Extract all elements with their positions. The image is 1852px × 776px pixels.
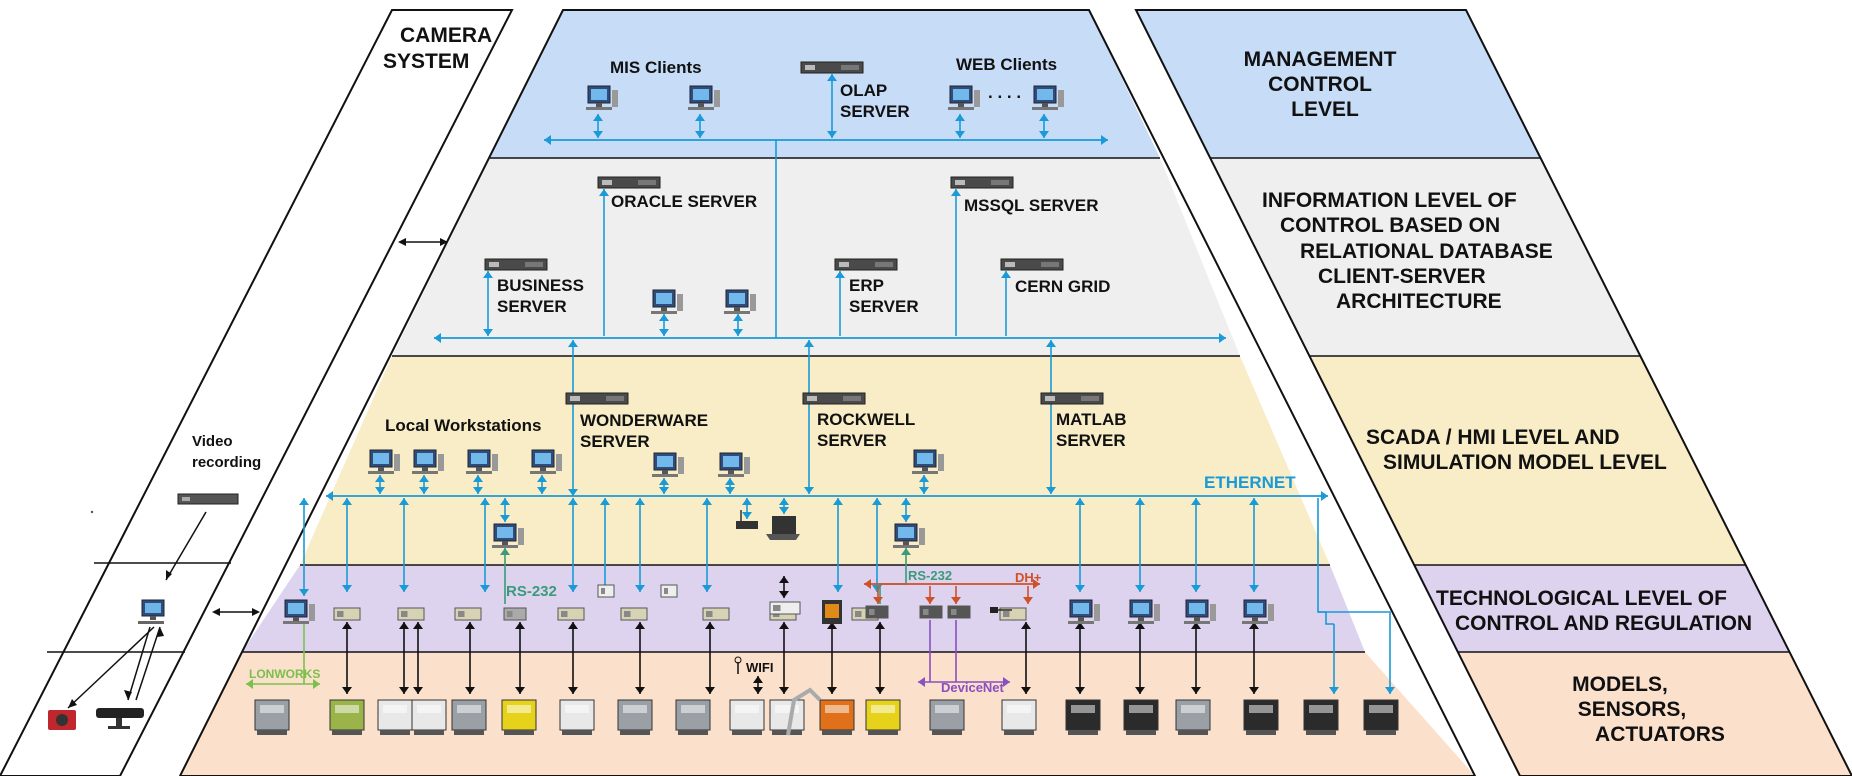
rockwell-server-label-line2: SERVER <box>817 431 887 450</box>
erp-server-label-line1: ERP <box>849 276 884 295</box>
erp-server-icon <box>835 259 897 270</box>
model-device-icon <box>1124 700 1158 735</box>
rs232-label-right: RS-232 <box>908 568 952 583</box>
model-device-icon <box>1066 700 1100 735</box>
plc-icon <box>703 608 729 620</box>
dhplus-label: DH+ <box>1015 570 1042 585</box>
plc-icon <box>661 585 677 597</box>
level-information-line1: INFORMATION LEVEL OF <box>1262 189 1517 212</box>
web-clients-label: WEB Clients <box>956 55 1057 74</box>
level-information-line2: CONTROL BASED ON <box>1280 214 1500 237</box>
mssql-server-label: MSSQL SERVER <box>964 196 1098 215</box>
web-clients-ellipsis: . . . . <box>988 83 1021 102</box>
model-device-icon <box>1364 700 1398 735</box>
business-server-label-line1: BUSINESS <box>497 276 584 295</box>
business-server-icon <box>485 259 547 270</box>
wonderware-server-icon <box>566 393 628 404</box>
band-information <box>392 158 1240 356</box>
model-device-icon <box>930 700 964 735</box>
model-device-icon <box>330 700 364 735</box>
model-device-icon <box>676 700 710 735</box>
model-device-icon <box>560 700 594 735</box>
lonworks-label: LONWORKS <box>249 667 320 681</box>
level-models-line2: SENSORS, <box>1578 698 1687 721</box>
plc-icon <box>621 608 647 620</box>
matlab-server-label-line2: SERVER <box>1056 431 1126 450</box>
model-device-icon <box>412 700 446 735</box>
model-device-icon <box>1176 700 1210 735</box>
band-scada <box>300 356 1330 565</box>
level-management-line1: MANAGEMENT <box>1244 48 1397 71</box>
rockwell-server-label-line1: ROCKWELL <box>817 410 915 429</box>
model-device-icon <box>452 700 486 735</box>
level-information-line4: CLIENT-SERVER <box>1318 265 1486 288</box>
level-models-line1: MODELS, <box>1572 673 1668 696</box>
level-technological-line1: TECHNOLOGICAL LEVEL OF <box>1436 587 1727 610</box>
wonderware-server-label-line2: SERVER <box>580 432 650 451</box>
model-device-icon <box>255 700 289 735</box>
plc-icon <box>334 608 360 620</box>
plc-icon <box>455 608 481 620</box>
mssql-server-icon <box>951 177 1013 188</box>
camera-system-title-line1: CAMERA <box>400 24 492 47</box>
mis-clients-label: MIS Clients <box>610 58 702 77</box>
model-device-icon <box>866 700 900 735</box>
plc-icon <box>948 606 970 618</box>
plc-icon <box>558 608 584 620</box>
wonderware-server-label-line1: WONDERWARE <box>580 411 708 430</box>
level-information-line3: RELATIONAL DATABASE <box>1300 240 1553 263</box>
model-device-icon <box>1244 700 1278 735</box>
business-server-label-line2: SERVER <box>497 297 567 316</box>
plc-icon <box>598 585 614 597</box>
model-device-icon <box>1304 700 1338 735</box>
matlab-server-label-line1: MATLAB <box>1056 410 1127 429</box>
camera-system-title-line2: SYSTEM <box>383 50 469 73</box>
model-device-icon <box>1002 700 1036 735</box>
plc-icon <box>504 608 526 620</box>
oracle-server-label: ORACLE SERVER <box>611 192 757 211</box>
olap-server-label-line1: OLAP <box>840 81 887 100</box>
model-device-icon <box>730 700 764 735</box>
level-management-line3: LEVEL <box>1291 98 1359 121</box>
wifi-label: WIFI <box>746 660 773 675</box>
video-recording-line1: Video <box>192 433 233 450</box>
cern-grid-label: CERN GRID <box>1015 277 1110 296</box>
rs232-label-left: RS-232 <box>506 583 557 600</box>
plc-icon <box>920 606 942 618</box>
devicenet-label: DeviceNet <box>941 680 1005 695</box>
level-models-line3: ACTUATORS <box>1595 723 1725 746</box>
level-information-line5: ARCHITECTURE <box>1336 290 1502 313</box>
model-device-icon <box>378 700 412 735</box>
level-scada-line1: SCADA / HMI LEVEL AND <box>1366 426 1620 449</box>
level-management-line2: CONTROL <box>1268 73 1372 96</box>
cern-grid-server-icon <box>1001 259 1063 270</box>
erp-server-label-line2: SERVER <box>849 297 919 316</box>
olap-server-label-line2: SERVER <box>840 102 910 121</box>
ethernet-label: ETHERNET <box>1204 473 1296 492</box>
plc-icon <box>866 606 888 618</box>
level-scada-line2: SIMULATION MODEL LEVEL <box>1383 451 1667 474</box>
model-device-icon <box>820 700 854 735</box>
plc-icon <box>770 602 800 614</box>
local-workstations-label: Local Workstations <box>385 416 542 435</box>
plc-icon <box>398 608 424 620</box>
oracle-server-icon <box>598 177 660 188</box>
olap-server-icon <box>801 62 863 73</box>
touch-panel-icon <box>822 600 842 624</box>
video-recorder-server-icon <box>178 494 238 504</box>
rockwell-server-icon <box>803 393 865 404</box>
model-device-icon <box>618 700 652 735</box>
level-technological-line2: CONTROL AND REGULATION <box>1455 612 1752 635</box>
video-recording-line2: recording <box>192 454 261 471</box>
model-device-icon <box>502 700 536 735</box>
band-management <box>490 10 1160 158</box>
camera-icon <box>48 710 76 730</box>
matlab-server-icon <box>1041 393 1103 404</box>
